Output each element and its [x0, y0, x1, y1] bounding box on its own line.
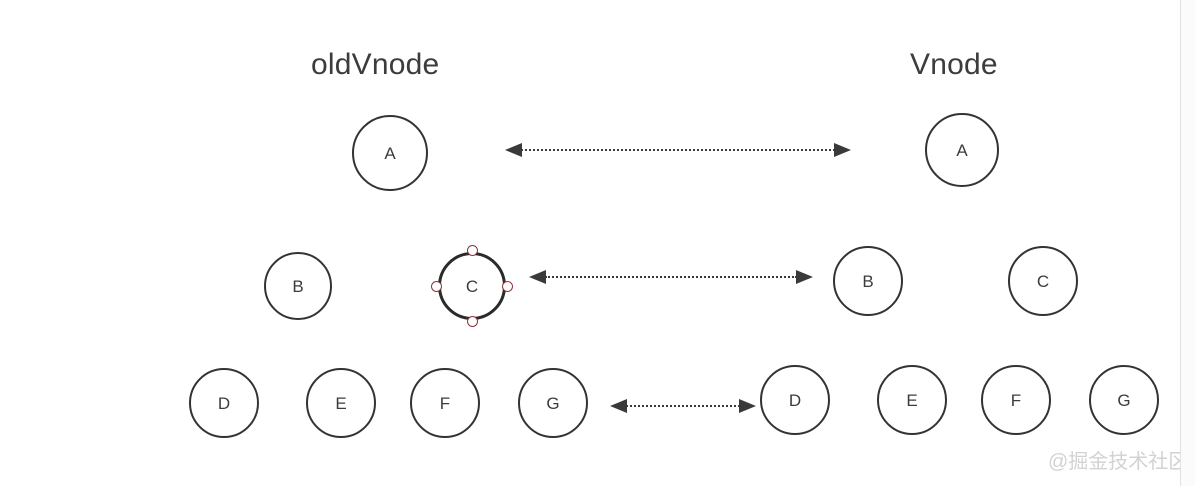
- selection-handle-west[interactable]: [430, 280, 442, 292]
- node-label: B: [862, 271, 874, 291]
- column-title-old-vnode[interactable]: oldVnode: [311, 48, 440, 81]
- node-new-e[interactable]: E: [877, 365, 947, 435]
- arrow-old-a-to-new-a[interactable]: [505, 142, 851, 158]
- arrow-old-g-to-new-d[interactable]: [610, 398, 756, 414]
- node-label: F: [1010, 390, 1022, 410]
- node-label: B: [292, 276, 304, 296]
- canvas-right-edge: [1180, 0, 1181, 486]
- column-title-vnode[interactable]: Vnode: [910, 48, 998, 81]
- node-old-d[interactable]: D: [189, 368, 259, 438]
- node-old-f[interactable]: F: [410, 368, 480, 438]
- node-old-c[interactable]: C: [438, 252, 506, 320]
- node-new-g[interactable]: G: [1089, 365, 1159, 435]
- selection-handle-south[interactable]: [466, 315, 478, 327]
- node-old-g[interactable]: G: [518, 368, 588, 438]
- canvas-gutter: [1181, 0, 1195, 486]
- node-label: C: [1036, 271, 1050, 291]
- node-new-a[interactable]: A: [925, 113, 999, 187]
- arrow-old-c-to-new-b[interactable]: [529, 269, 813, 285]
- arrow-shaft: [626, 405, 740, 407]
- node-label: D: [217, 393, 231, 413]
- node-label: C: [465, 276, 479, 296]
- node-label: D: [788, 390, 802, 410]
- selection-handle-north[interactable]: [466, 244, 478, 256]
- arrowhead-right-icon: [796, 270, 813, 284]
- node-old-b[interactable]: B: [264, 252, 332, 320]
- node-old-a[interactable]: A: [352, 115, 428, 191]
- arrow-shaft: [521, 149, 835, 151]
- selection-handle-east[interactable]: [501, 280, 513, 292]
- arrowhead-right-icon: [834, 143, 851, 157]
- node-new-f[interactable]: F: [981, 365, 1051, 435]
- node-label: E: [906, 390, 918, 410]
- arrowhead-left-icon: [529, 270, 546, 284]
- arrowhead-right-icon: [739, 399, 756, 413]
- arrow-shaft: [545, 276, 797, 278]
- node-label: A: [384, 143, 396, 163]
- node-label: G: [546, 393, 560, 413]
- arrowhead-left-icon: [610, 399, 627, 413]
- watermark: @掘金技术社区: [1048, 451, 1189, 473]
- node-old-e[interactable]: E: [306, 368, 376, 438]
- node-label: F: [439, 393, 451, 413]
- node-new-c[interactable]: C: [1008, 246, 1078, 316]
- node-label: G: [1117, 390, 1131, 410]
- node-label: A: [956, 140, 968, 160]
- node-new-d[interactable]: D: [760, 365, 830, 435]
- node-label: E: [335, 393, 347, 413]
- arrowhead-left-icon: [505, 143, 522, 157]
- node-new-b[interactable]: B: [833, 246, 903, 316]
